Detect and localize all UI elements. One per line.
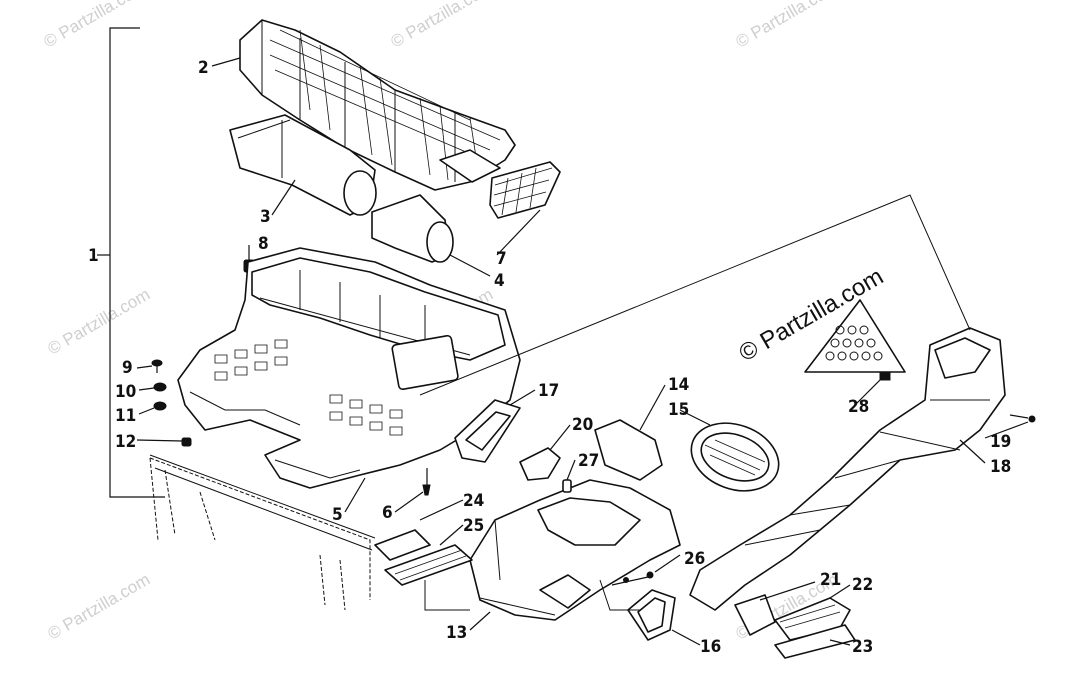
part-filter-tube-4 [371,194,454,263]
callout-12: 12 [115,432,136,452]
part-small-26 [611,571,654,586]
part-hardware-stack [151,359,192,447]
part-bracket-20 [519,447,561,481]
part-filter-tube-3 [229,114,377,216]
callout-13: 13 [446,623,467,643]
callout-5: 5 [332,505,343,525]
callout-21: 21 [820,570,841,590]
part-bolt-19 [1009,414,1036,423]
callout-6: 6 [382,503,393,523]
callout-1: 1 [88,246,99,266]
part-fitting-27 [562,479,572,493]
callout-25: 25 [463,516,484,536]
callout-16: 16 [700,637,721,657]
callout-numbers: 1 2 3 4 5 6 7 8 9 10 11 12 13 14 15 16 1… [88,58,1011,657]
callout-22: 22 [852,575,873,595]
part-lower-intake [469,479,681,621]
watermark-top-center: © Partzilla.com [388,0,497,51]
part-sensor-28 [804,299,906,381]
callout-4: 4 [494,271,505,291]
callout-17: 17 [538,381,559,401]
watermark-top-right: © Partzilla.com [733,0,842,51]
part-pads [374,529,856,659]
leader-lines [136,57,1029,646]
part-frame-sketch [149,454,376,611]
part-airbox-top [239,19,516,191]
part-gasket-17 [454,399,521,463]
watermark-top-left: © Partzilla.com [41,0,150,51]
callout-23: 23 [852,637,873,657]
part-gasket-16 [627,589,676,641]
callout-7: 7 [496,249,507,269]
callout-19: 19 [990,432,1011,452]
watermark-mid-left: © Partzilla.com [45,285,154,359]
callout-15: 15 [668,400,689,420]
part-plate-14 [594,419,663,481]
part-screen [489,161,561,219]
watermark-bottom-left: © Partzilla.com [45,570,154,644]
callout-26: 26 [684,549,705,569]
part-clip-6 [422,468,431,496]
part-ring-15 [690,422,780,492]
callout-9: 9 [122,358,133,378]
callout-10: 10 [115,382,136,402]
callout-24: 24 [463,491,484,511]
part-long-duct [689,327,1006,611]
callout-20: 20 [572,415,593,435]
group-bracket [97,27,165,498]
callout-14: 14 [668,375,689,395]
callout-27: 27 [578,451,599,471]
callout-2: 2 [198,58,209,78]
callout-11: 11 [115,406,136,426]
callout-18: 18 [990,457,1011,477]
callout-3: 3 [260,207,271,227]
callout-28: 28 [848,397,869,417]
long-leaders [419,194,971,611]
callout-8: 8 [258,234,269,254]
part-base-tray [177,247,521,489]
